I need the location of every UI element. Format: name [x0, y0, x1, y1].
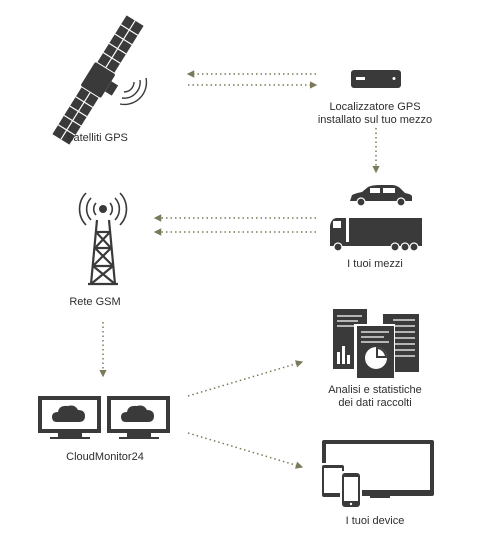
analysis-documents-icon: [333, 309, 419, 379]
arrow-cloud-to-devices: [187, 432, 304, 469]
analysis-label-line1: Analisi e statistiche: [328, 384, 422, 396]
arrow-cloud-to-analysis: [187, 360, 304, 397]
cloudmonitor-label: CloudMonitor24: [66, 451, 144, 463]
gps-tracker-icon: [351, 70, 401, 88]
gps-tracker-label-line2: installato sul tuo mezzo: [317, 114, 433, 126]
gsm-network-label: Rete GSM: [69, 296, 121, 308]
connectors: [99, 70, 380, 469]
gps-tracker-label-line1: Localizzatore GPS: [329, 101, 421, 113]
satellite-icon: [52, 15, 148, 145]
cloudmonitor-screens-icon: [38, 396, 170, 439]
gps-tracker-label: Localizzatore GPS installato sul tuo mez…: [300, 101, 450, 127]
devices-label: I tuoi device: [345, 515, 405, 527]
analysis-label-line2: dei dati raccolti: [338, 397, 412, 409]
analysis-label: Analisi e statistiche dei dati raccolti: [300, 384, 450, 410]
satellite-label: Satelliti GPS: [66, 132, 128, 144]
vehicles-label: I tuoi mezzi: [347, 258, 403, 270]
gsm-tower-icon: [78, 192, 128, 286]
vehicles-icon: [330, 185, 422, 252]
devices-icon: [320, 440, 434, 509]
